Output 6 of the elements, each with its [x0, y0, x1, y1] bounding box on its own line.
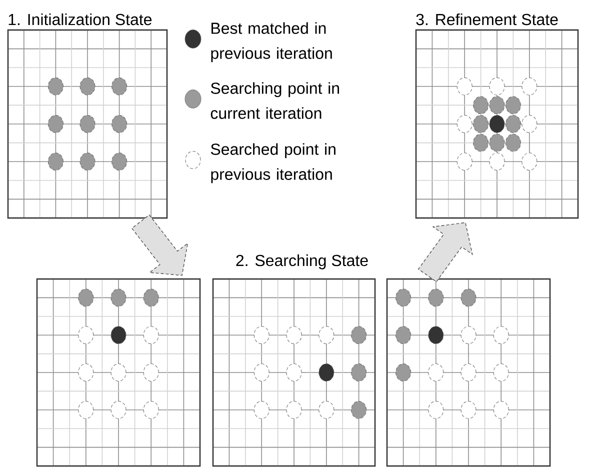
node-label: 1. Initialization State	[8, 13, 152, 26]
legend-text: Best matched in previous iteration	[211, 22, 332, 62]
node-label: 3. Refinement State	[416, 13, 558, 26]
legend-text: Searched point in previous iteration	[210, 143, 336, 184]
state-title: 2. Searching State	[236, 254, 368, 270]
legend-text: Searching point in current iteration	[210, 82, 339, 119]
